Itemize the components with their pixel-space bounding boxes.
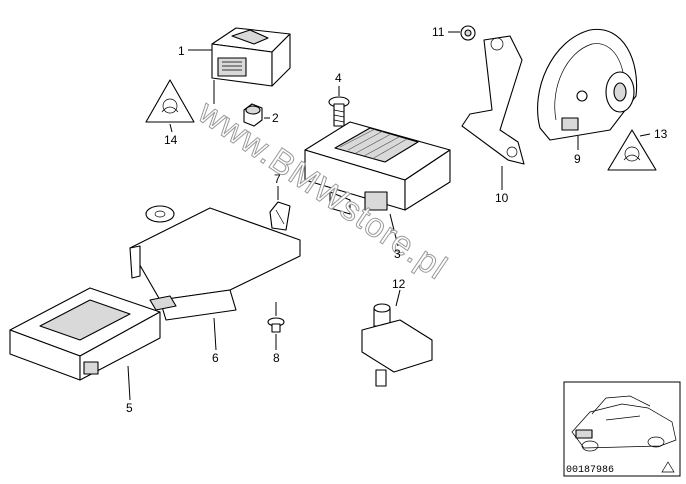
label-6: 6 bbox=[212, 351, 219, 365]
part-7-clip[interactable] bbox=[269, 186, 291, 231]
label-1: 1 bbox=[178, 44, 185, 58]
part-13-warning-label[interactable] bbox=[607, 129, 657, 171]
vehicle-inset: 00187986 bbox=[563, 381, 681, 477]
label-9: 9 bbox=[574, 152, 581, 166]
part-2-nut[interactable] bbox=[243, 103, 270, 127]
part-11-nut[interactable] bbox=[448, 25, 476, 41]
car-silhouette-icon bbox=[571, 395, 677, 452]
label-7: 7 bbox=[274, 172, 281, 186]
part-3-control-module[interactable] bbox=[304, 121, 451, 247]
part-14-warning-label[interactable] bbox=[145, 79, 195, 123]
label-12: 12 bbox=[392, 277, 406, 291]
label-5: 5 bbox=[126, 401, 133, 415]
label-8: 8 bbox=[273, 351, 280, 365]
part-8-screw[interactable] bbox=[267, 302, 285, 350]
part-10-bracket[interactable] bbox=[461, 35, 525, 190]
label-3: 3 bbox=[394, 247, 401, 261]
warning-triangle-icon bbox=[661, 461, 675, 473]
part-1-control-relay[interactable] bbox=[211, 27, 291, 104]
label-11: 11 bbox=[432, 25, 445, 39]
label-13: 13 bbox=[654, 127, 668, 141]
part-6-bracket[interactable] bbox=[129, 205, 301, 351]
part-5-control-unit[interactable] bbox=[9, 287, 161, 401]
part-12-sensor[interactable] bbox=[361, 289, 433, 387]
label-14: 14 bbox=[164, 133, 178, 147]
part-9-siren[interactable] bbox=[537, 28, 638, 150]
reference-code: 00187986 bbox=[566, 465, 614, 476]
label-10: 10 bbox=[495, 191, 509, 205]
label-2: 2 bbox=[272, 111, 279, 125]
label-4: 4 bbox=[335, 71, 342, 85]
part-4-bolt[interactable] bbox=[328, 86, 350, 127]
leader-14 bbox=[169, 123, 173, 133]
